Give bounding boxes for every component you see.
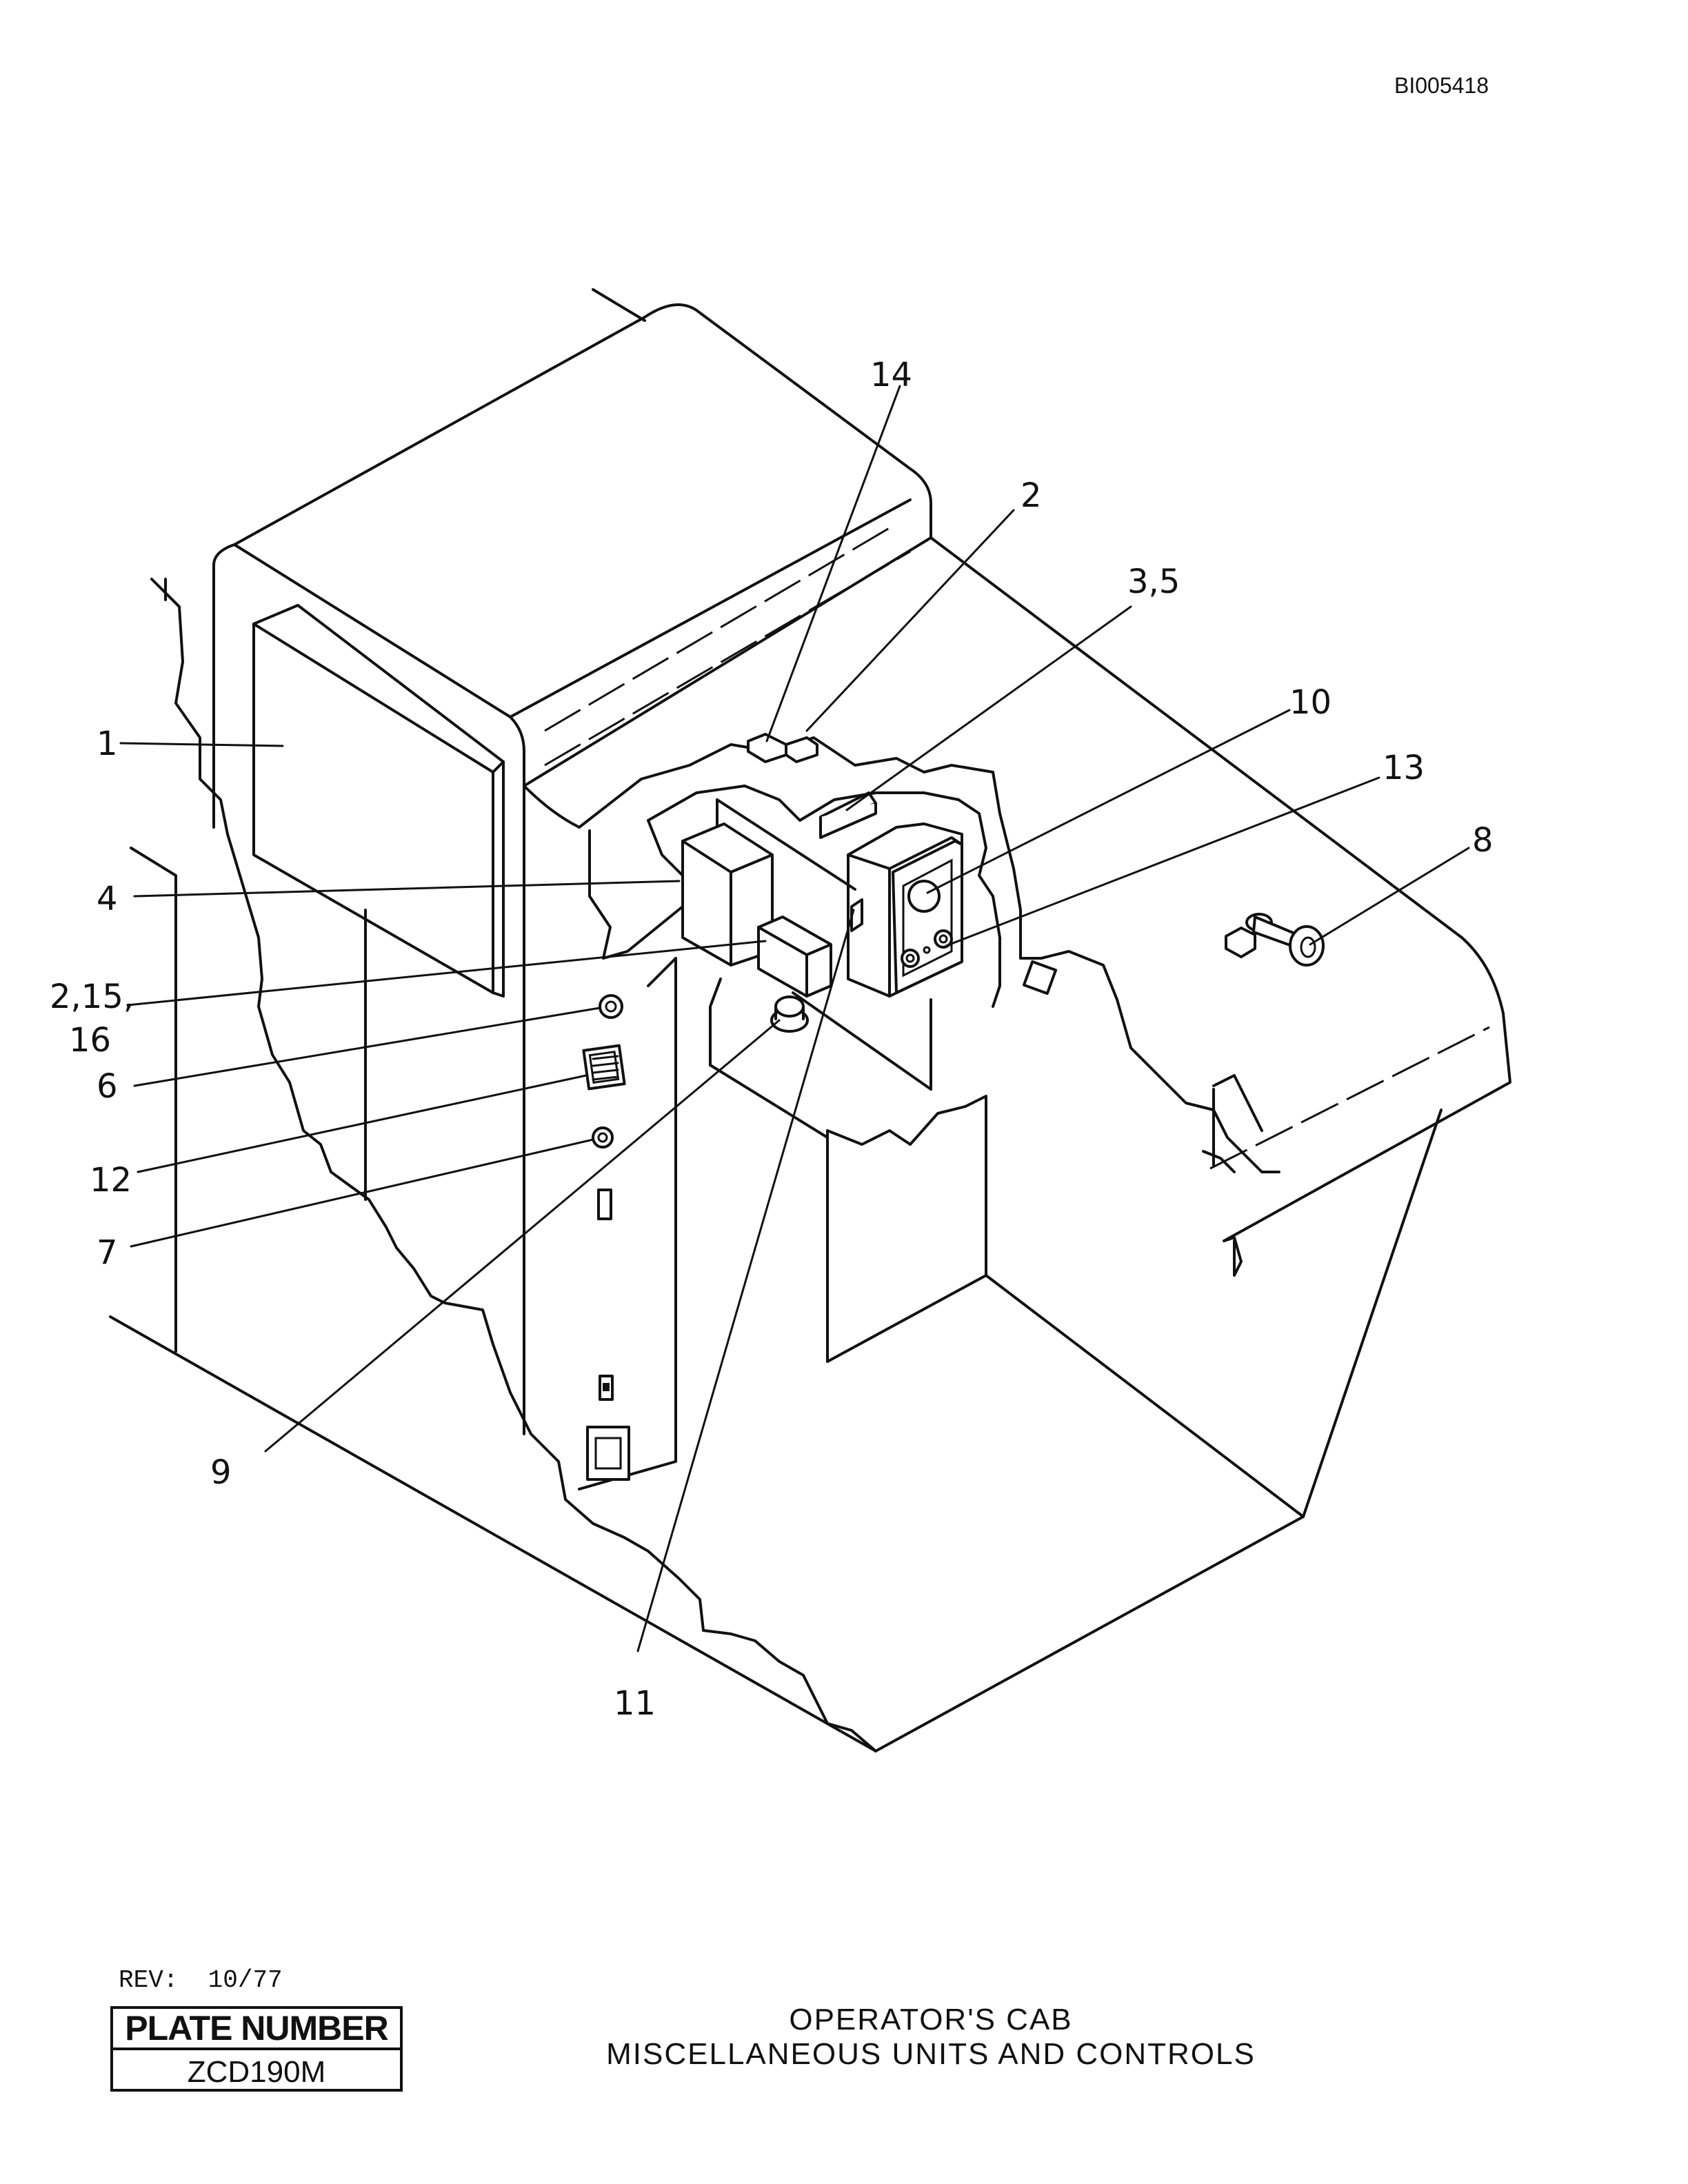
center-cutaway bbox=[578, 733, 1280, 1173]
drawing-title: OPERATOR'S CAB bbox=[789, 2003, 1073, 2036]
callout-14: 14 bbox=[870, 356, 912, 394]
callout-16: 16 bbox=[69, 1021, 111, 1060]
plate-number-box: PLATE NUMBER ZCD190M bbox=[110, 2006, 403, 2092]
plate-number-value: ZCD190M bbox=[187, 2055, 326, 2089]
callout-3-5: 3,5 bbox=[1127, 563, 1180, 601]
callout-1: 1 bbox=[97, 725, 118, 763]
drawing-subtitle: MISCELLANEOUS UNITS AND CONTROLS bbox=[606, 2037, 1256, 2071]
center-panel bbox=[826, 1095, 987, 1363]
callout-13: 13 bbox=[1383, 749, 1425, 787]
callout-9: 9 bbox=[210, 1453, 232, 1492]
callout-10: 12 bbox=[90, 1161, 132, 1200]
callout-8: 8 bbox=[1472, 821, 1494, 860]
callout-4: 4 bbox=[97, 880, 118, 918]
cutaway-left bbox=[109, 578, 877, 1752]
window-panel bbox=[252, 604, 505, 998]
left-wall-panel bbox=[578, 957, 677, 1490]
callout-2: 2 bbox=[1021, 476, 1042, 515]
rev-label: REV: bbox=[119, 1966, 179, 1994]
leader-lines bbox=[119, 385, 1470, 1652]
right-side-wall bbox=[874, 913, 1511, 1752]
callout-2-15: 2,15, bbox=[50, 978, 134, 1016]
plate-number-label: PLATE NUMBER bbox=[113, 2009, 400, 2050]
callout-12: 11 bbox=[614, 1684, 656, 1723]
callout-11: 10 bbox=[1289, 683, 1332, 722]
callout-6: 6 bbox=[97, 1067, 118, 1106]
callout-7: 7 bbox=[97, 1233, 118, 1272]
rev-date: 10/77 bbox=[208, 1966, 283, 1994]
revision: REV: 10/77 bbox=[119, 1966, 283, 1994]
overhead-console bbox=[212, 288, 1463, 1435]
callout-numbers: 14 2 3,5 10 13 8 1 4 2,15, 16 6 12 7 9 1… bbox=[50, 356, 1494, 1723]
document-id: BI005418 bbox=[1394, 73, 1489, 98]
